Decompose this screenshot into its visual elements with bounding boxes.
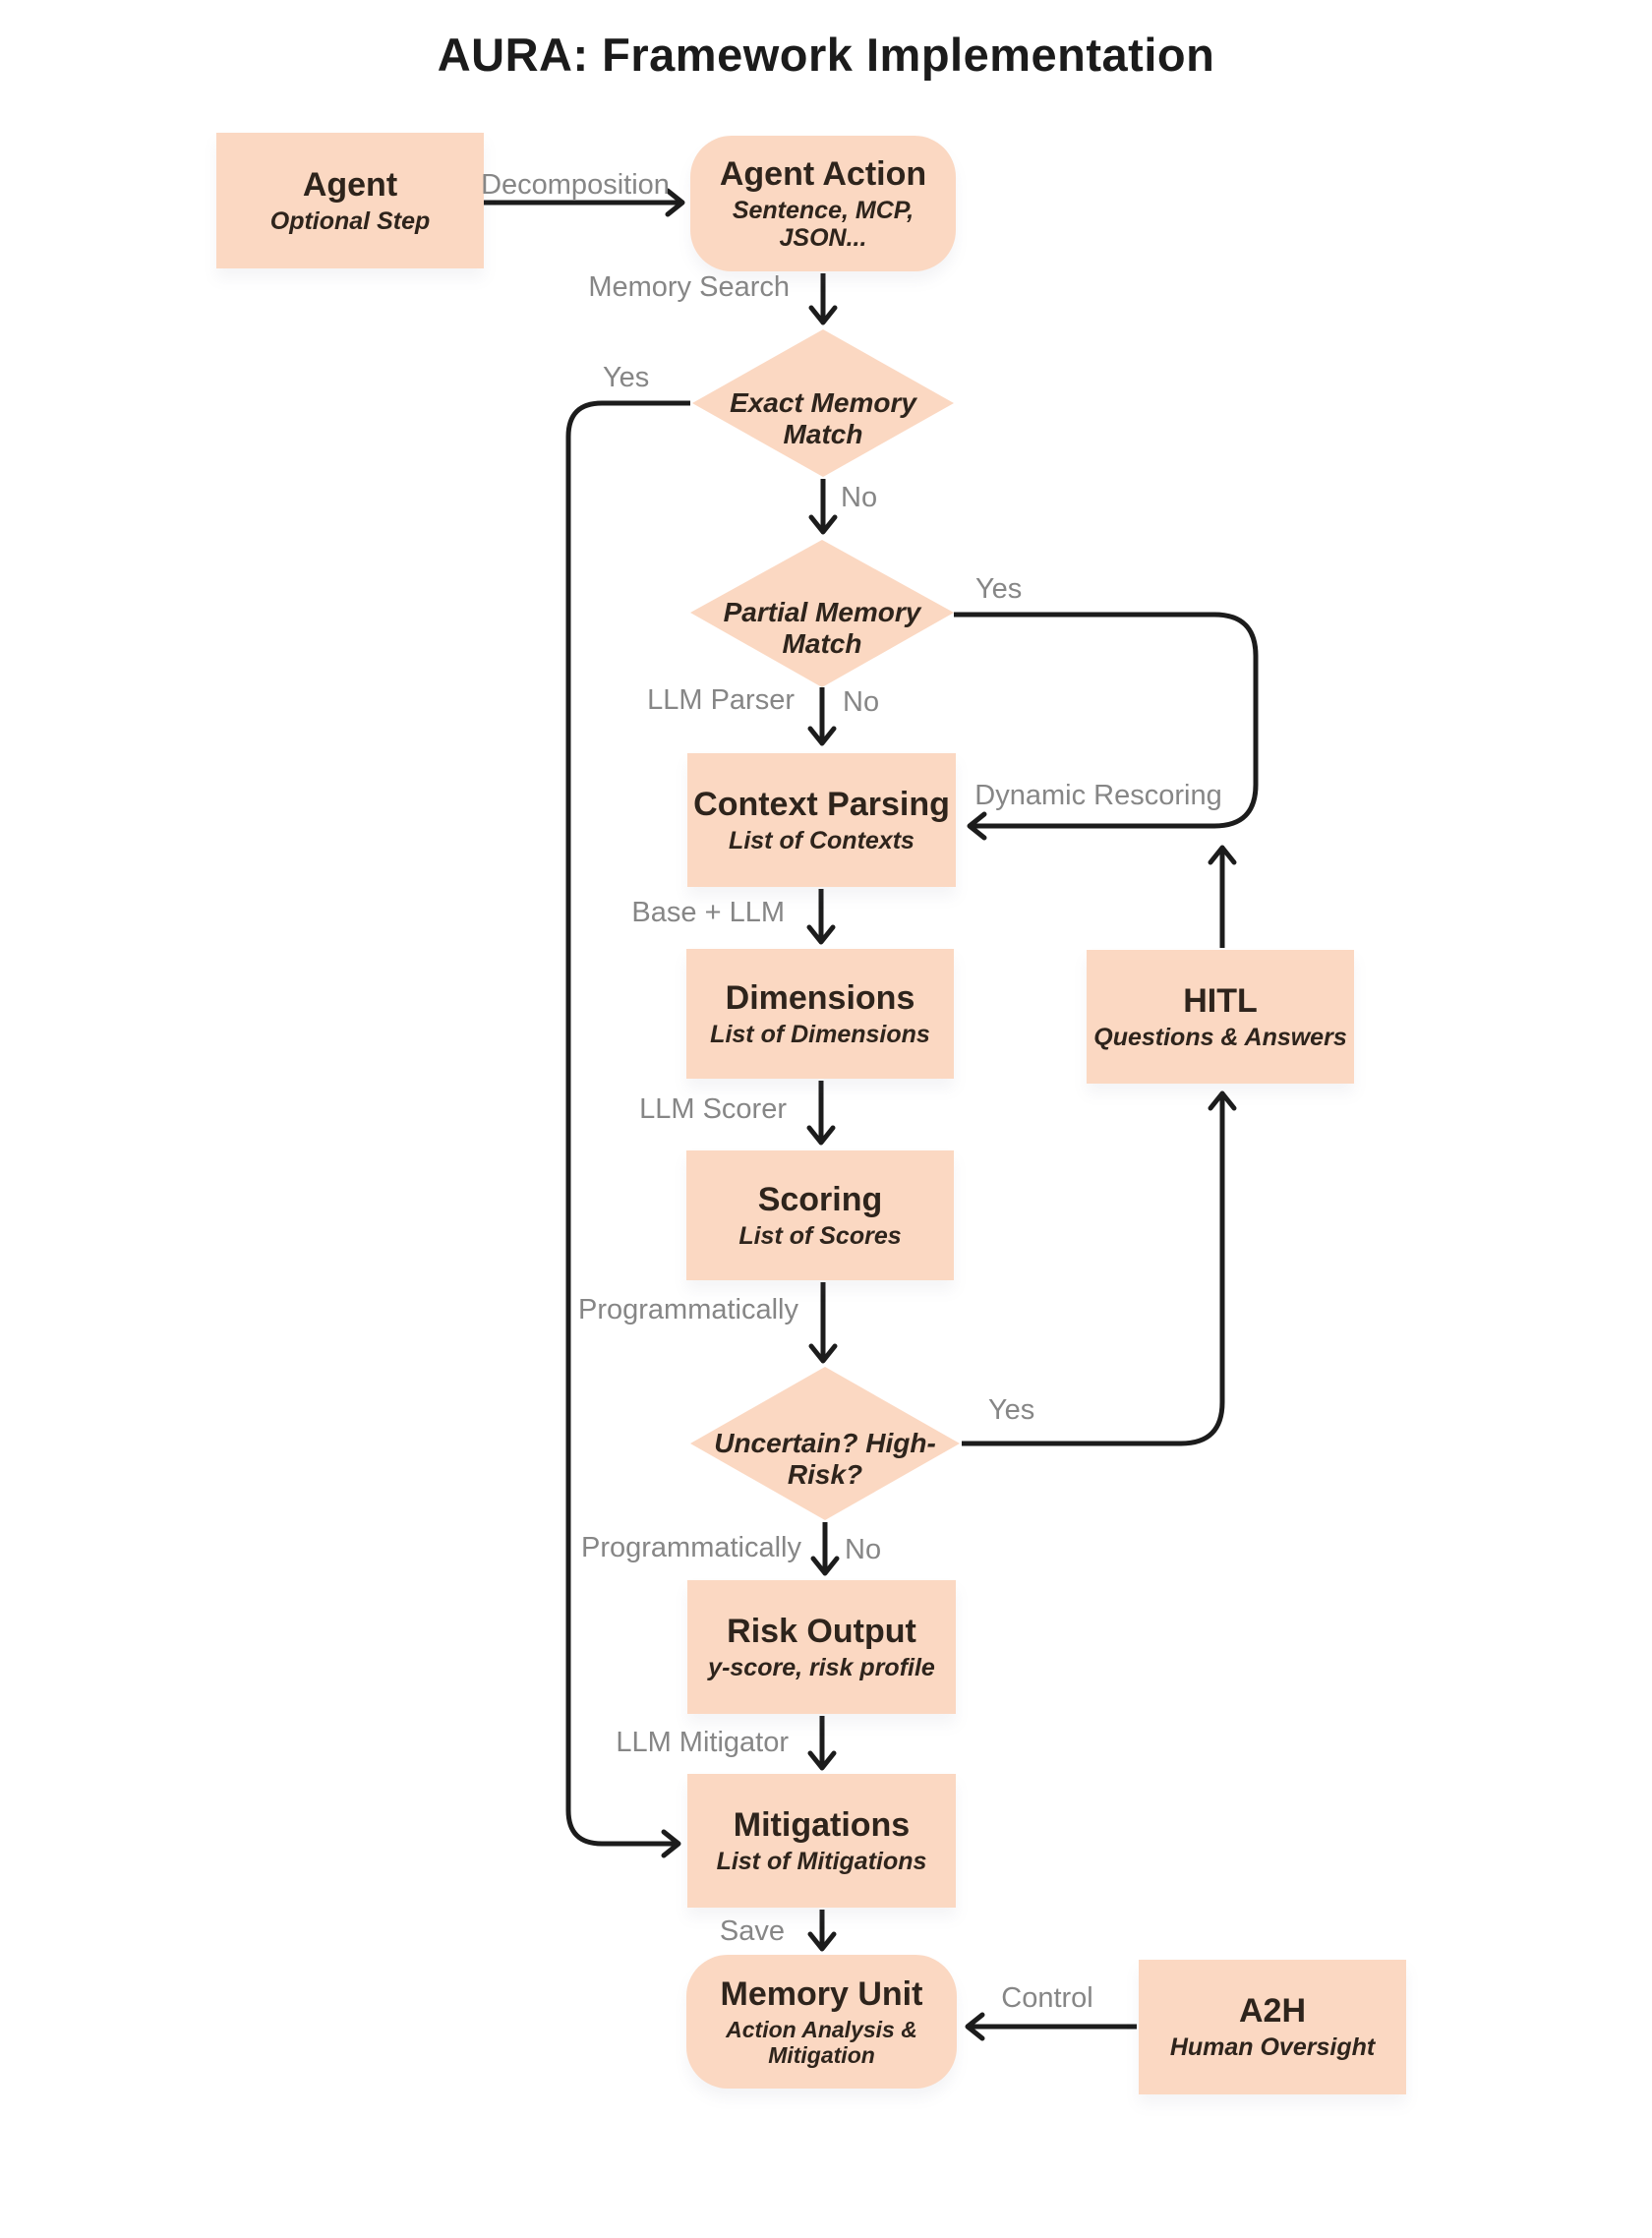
edge-label-memory-search: Memory Search: [588, 271, 790, 303]
node-scoring-label: Scoring: [757, 1180, 883, 1218]
node-scoring: Scoring List of Scores: [686, 1150, 954, 1280]
partial-memory-match-label: Partial Memory Match: [723, 597, 921, 659]
exact-memory-match-diamond: [692, 329, 954, 477]
node-hitl-sublabel: Questions & Answers: [1093, 1023, 1347, 1051]
node-a2h-sublabel: Human Oversight: [1169, 2033, 1376, 2062]
edge-label-yes-uncertain: Yes: [988, 1394, 1035, 1426]
node-mitigations-label: Mitigations: [733, 1805, 911, 1844]
edge-label-programmatically-in: Programmatically: [578, 1294, 798, 1325]
edge-label-yes-partial: Yes: [975, 573, 1023, 605]
node-agent: Agent Optional Step: [216, 133, 484, 268]
node-agent-sublabel: Optional Step: [269, 206, 431, 235]
node-context-parsing-label: Context Parsing: [693, 785, 950, 823]
node-mitigations: Mitigations List of Mitigations: [687, 1774, 956, 1908]
edge-exact-yes-to-mitigations: [565, 400, 690, 1858]
node-dimensions-sublabel: List of Dimensions: [710, 1020, 930, 1048]
edge-label-decomposition: Decomposition: [481, 169, 670, 201]
edge-label-llm-scorer: LLM Scorer: [639, 1093, 787, 1125]
node-scoring-sublabel: List of Scores: [738, 1221, 902, 1250]
node-context-parsing: Context Parsing List of Contexts: [687, 753, 956, 887]
node-hitl: HITL Questions & Answers: [1087, 950, 1354, 1084]
node-agent-action-sublabel: Sentence, MCP, JSON...: [732, 197, 914, 252]
edge-label-no-uncertain: No: [845, 1534, 882, 1565]
node-memory-unit: Memory Unit Action Analysis & Mitigation: [686, 1955, 957, 2089]
edge-label-control: Control: [1001, 1982, 1093, 2014]
node-dimensions: Dimensions List of Dimensions: [686, 949, 954, 1079]
edge-label-save: Save: [719, 1915, 785, 1947]
partial-memory-match-diamond: [690, 540, 954, 687]
edge-label-base-llm: Base + LLM: [631, 897, 785, 928]
node-a2h-label: A2H: [1238, 1992, 1307, 2031]
node-agent-action-label: Agent Action: [719, 154, 927, 193]
node-memory-unit-label: Memory Unit: [720, 1975, 923, 2014]
edge-label-no-partial: No: [843, 686, 880, 718]
node-risk-output: Risk Output y-score, risk profile: [687, 1580, 956, 1714]
uncertain-high-risk-label: Uncertain? High-Risk?: [714, 1428, 936, 1490]
node-risk-output-sublabel: y-score, risk profile: [708, 1653, 935, 1681]
edge-label-llm-mitigator: LLM Mitigator: [616, 1727, 789, 1758]
edge-uncertain-yes-to-hitl: [962, 1090, 1237, 1446]
node-memory-unit-sublabel: Action Analysis & Mitigation: [726, 2017, 917, 2068]
edge-label-no-exact: No: [841, 482, 878, 513]
edge-label-dynamic-rescoring: Dynamic Rescoring: [974, 780, 1222, 811]
node-mitigations-sublabel: List of Mitigations: [716, 1847, 927, 1875]
node-dimensions-label: Dimensions: [725, 978, 915, 1017]
edge-label-llm-parser: LLM Parser: [647, 684, 795, 716]
edge-label-programmatically-out: Programmatically: [581, 1532, 801, 1563]
node-agent-label: Agent: [302, 165, 398, 204]
node-risk-output-label: Risk Output: [727, 1612, 916, 1650]
uncertain-high-risk-diamond: [690, 1367, 960, 1520]
node-agent-action: Agent Action Sentence, MCP, JSON...: [690, 136, 956, 271]
node-context-parsing-sublabel: List of Contexts: [729, 826, 914, 854]
node-a2h: A2H Human Oversight: [1139, 1960, 1406, 2094]
node-hitl-label: HITL: [1183, 981, 1258, 1020]
exact-memory-match-label: Exact Memory Match: [730, 387, 916, 449]
edge-label-yes-exact: Yes: [603, 362, 650, 393]
edge-partial-yes-dynamic-rescoring: [954, 612, 1259, 841]
page-title: AURA: Framework Implementation: [437, 29, 1215, 81]
